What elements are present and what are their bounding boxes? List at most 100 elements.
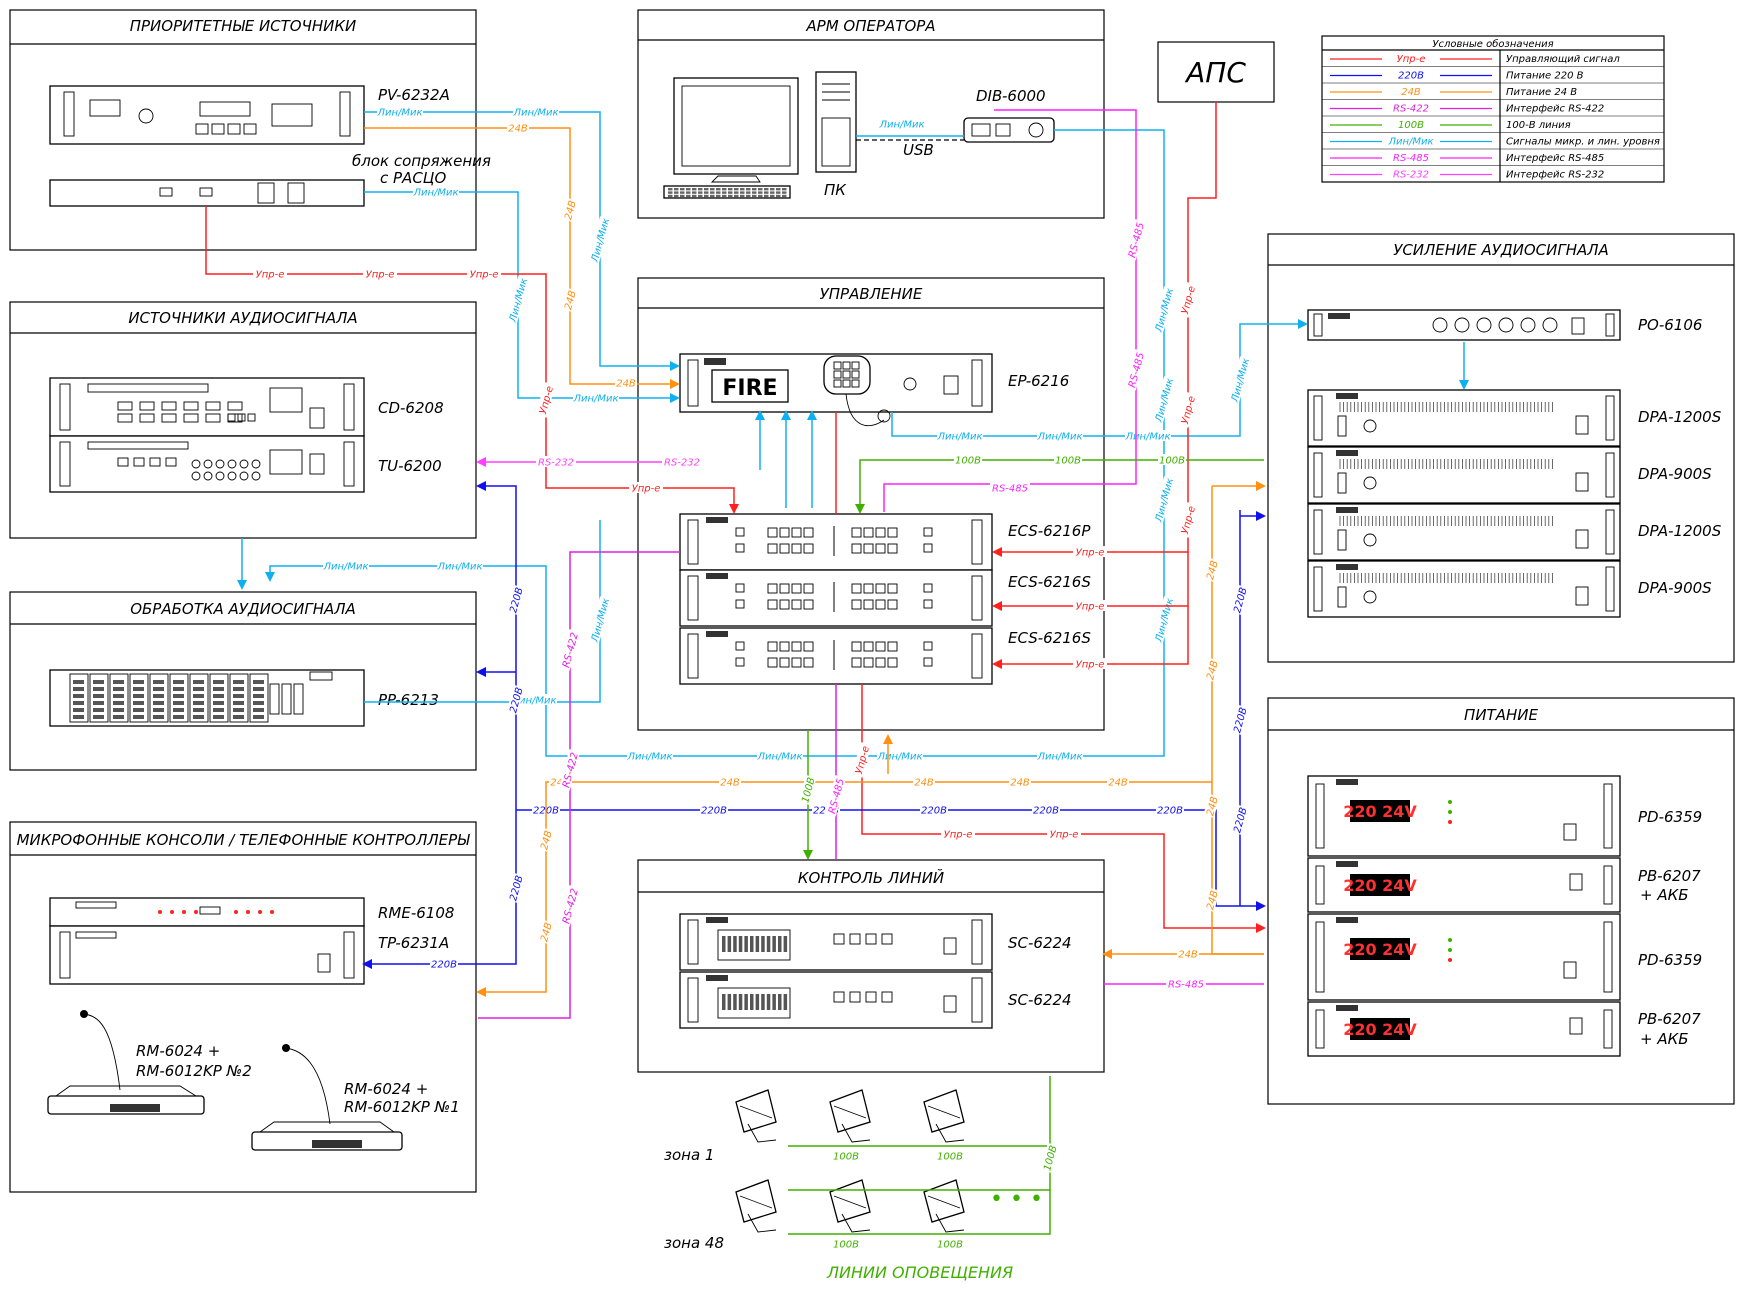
wire-label: Лин/Мик [1154, 477, 1177, 524]
label-sc-6224-1: SC-6224 [1008, 934, 1072, 952]
wire-label: Лин/Мик [508, 277, 531, 324]
label-ecs-6216p: ECS-6216P [1008, 522, 1091, 540]
wire-label: RS-485 [1168, 980, 1204, 991]
legend-text: Интерфейс RS-232 [1506, 170, 1604, 181]
label-zone-48: зона 48 [664, 1234, 724, 1252]
wire-label: 24В [563, 199, 579, 221]
wire-label: 24В [563, 289, 579, 311]
legend-text: Питание 220 В [1506, 71, 1584, 82]
wire-label: Упр-е [1076, 602, 1105, 613]
device-po-6106: PO-6106 [1307, 309, 1702, 341]
label-rm1-1: RM-6024 + [344, 1080, 428, 1098]
wire-label: 100В [800, 776, 817, 804]
label-sc-6224-2: SC-6224 [1008, 991, 1072, 1009]
legend-text: Интерфейс RS-485 [1506, 153, 1604, 164]
legend-text: Питание 24 В [1506, 87, 1577, 98]
device-pp-6213: PP-6213 [49, 669, 439, 727]
label-ecs-6216s-1: ECS-6216S [1008, 573, 1091, 591]
device-dpa-900s-1 [1307, 446, 1621, 504]
legend-key: 220В [1398, 71, 1424, 82]
device-pv-6232a: PV-6232A [49, 85, 450, 145]
wire-label: 220В [1232, 586, 1249, 614]
label-rm2-2: RM-6012KP №2 [136, 1062, 252, 1080]
wire-label: Упр-е [854, 745, 872, 776]
wire-label: Упр-е [632, 484, 661, 495]
wire-label: 220В [508, 874, 525, 902]
wire-label: 100В [833, 1152, 859, 1163]
wire-label: 100В [955, 456, 981, 467]
block-amplification: УСИЛЕНИЕ АУДИОСИГНАЛА [1267, 233, 1735, 663]
label-rm1-2: RM-6012KP №1 [344, 1098, 460, 1116]
label-tp-6231a: TP-6231A [378, 934, 449, 952]
block-priority: ПРИОРИТЕТНЫЕ ИСТОЧНИКИ [9, 9, 477, 251]
device-pc: ПК [815, 71, 857, 199]
wire-label: Лин/Мик [510, 696, 556, 707]
block-amplification-title: УСИЛЕНИЕ АУДИОСИГНАЛА [1393, 241, 1609, 259]
psu-display: 220 24V [1343, 876, 1417, 895]
wire-label: 100В [937, 1152, 963, 1163]
wire-label: Лин/Мик [1230, 357, 1253, 404]
wire-label: Лин/Мик [412, 188, 458, 199]
wire-label: Упр-е [366, 270, 395, 281]
label-rm2-1: RM-6024 + [136, 1042, 220, 1060]
wire-label: 220В [1232, 706, 1249, 734]
speaker-horn [829, 1089, 871, 1143]
wire-label: Лин/Мик [1036, 432, 1082, 443]
legend-key: Упр-е [1397, 54, 1426, 65]
wire-label: Упр-е [256, 270, 285, 281]
wire-label: 24В [1205, 559, 1221, 581]
wire-label: RS-485 [992, 484, 1028, 495]
psu-display: 220 24V [1343, 940, 1417, 959]
device-cd-6208: CD-6208 [49, 377, 444, 437]
wire-label: RS-232 [538, 458, 574, 469]
wire-label: Лин/Мик [936, 432, 982, 443]
speaker-horn [923, 1179, 965, 1233]
wire-label: Упр-е [1076, 548, 1105, 559]
label-pp-6213: PP-6213 [378, 691, 439, 709]
wire-label: Упр-е [470, 270, 499, 281]
label-ecs-6216s-2: ECS-6216S [1008, 629, 1091, 647]
block-operator-title: АРМ ОПЕРАТОРА [805, 17, 935, 35]
label-pc: ПК [824, 181, 847, 199]
label-dpa-1200s-2: DPA-1200S [1638, 522, 1722, 540]
label-pd-6359-2: PD-6359 [1638, 951, 1702, 969]
block-control: УПРАВЛЕНИЕ [637, 277, 1105, 731]
wire-label: 220В [1232, 806, 1249, 834]
wire-label: Лин/Мик [1124, 432, 1170, 443]
block-aps: АПС [1157, 41, 1275, 103]
block-control-title: УПРАВЛЕНИЕ [820, 285, 923, 303]
wire-label: 24В [616, 379, 636, 390]
label-zone-1: зона 1 [664, 1146, 714, 1164]
wire-label: Упр-е [944, 830, 973, 841]
wire-label: Лин/Мик [756, 752, 802, 763]
label-dib-6000: DIB-6000 [976, 87, 1046, 105]
legend-title: Условные обозначения [1432, 38, 1553, 50]
zones-more-dots: • • • [990, 1187, 1043, 1212]
label-ep-6216: EP-6216 [1008, 372, 1069, 390]
wire-label: 220В [701, 806, 727, 817]
device-pd-6359-1: 220 24V [1307, 775, 1621, 857]
speaker-horn [735, 1179, 777, 1233]
wire-label: Упр-е [1180, 395, 1198, 426]
legend-text: Интерфейс RS-422 [1506, 104, 1604, 115]
block-consoles-title: МИКРОФОННЫЕ КОНСОЛИ / ТЕЛЕФОННЫЕ КОНТРОЛ… [17, 831, 471, 849]
wire-label: 24В [550, 778, 570, 789]
device-dpa-900s-2 [1307, 560, 1621, 618]
legend-key: Лин/Мик [1387, 137, 1433, 148]
label-po-6106: PO-6106 [1638, 316, 1702, 334]
wire-label: Упр-е [1050, 830, 1079, 841]
legend-key: 24В [1401, 87, 1421, 98]
wire-label: Лин/Мик [876, 752, 922, 763]
wire-label: 100В [1055, 456, 1081, 467]
wire-label: Лин/Мик [436, 562, 482, 573]
wire-label: 220В [1033, 806, 1059, 817]
block-linecontrol: КОНТРОЛЬ ЛИНИЙ [637, 859, 1105, 1073]
device-ecs-6216s-2 [679, 627, 993, 685]
label-pv-interface-2: с РАСЦО [380, 169, 446, 187]
wire-label: Упр-е [1180, 505, 1198, 536]
device-pd-6359-2: 220 24V [1307, 913, 1621, 1001]
wire-label: Лин/Мик [572, 394, 618, 405]
wire-label: 220В [921, 806, 947, 817]
